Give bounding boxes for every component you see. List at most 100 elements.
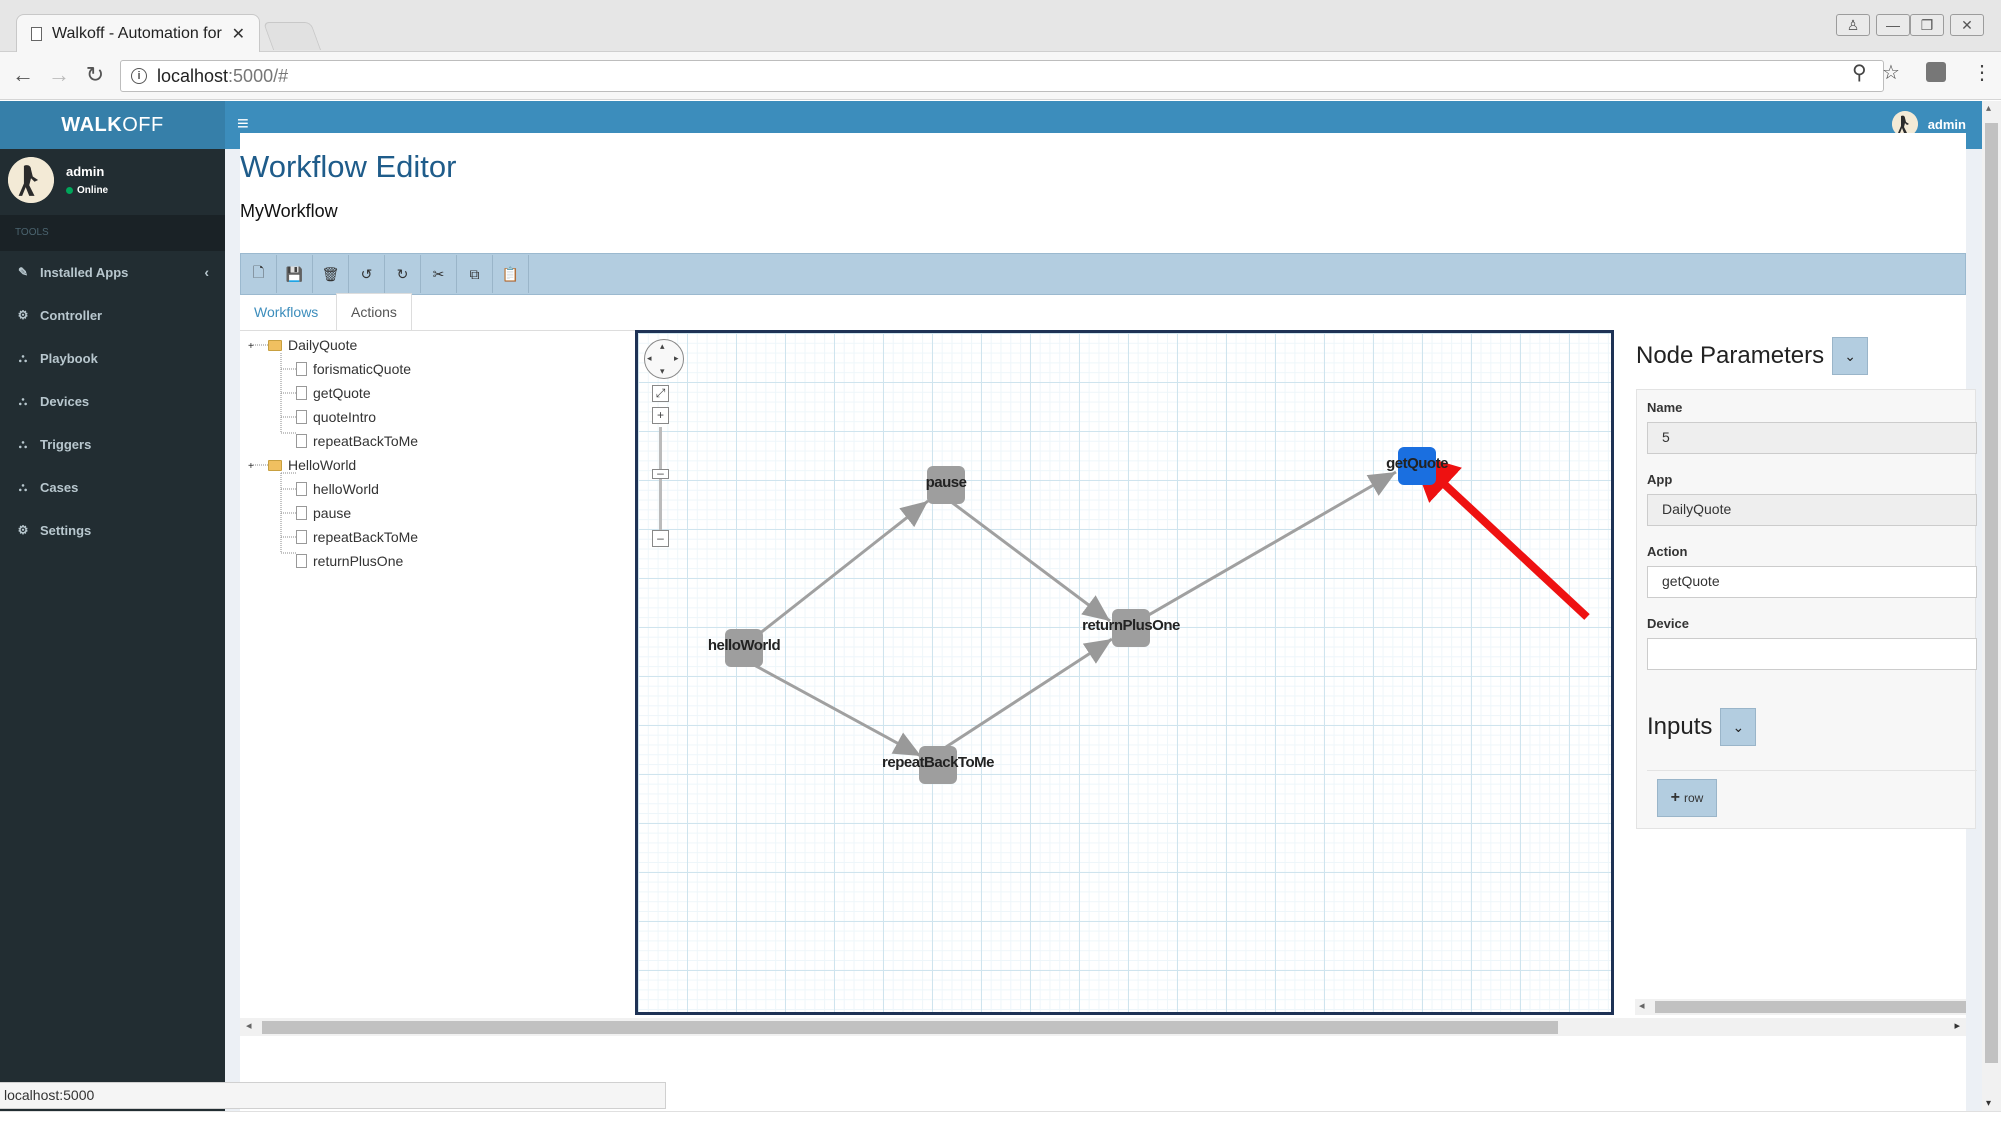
browser-tab[interactable]: Walkoff - Automation for E ✕	[16, 14, 260, 52]
inputs-title: Inputs ⌄	[1647, 708, 1757, 746]
svg-text:+: +	[248, 341, 254, 352]
copy-icon[interactable]: ⧉	[457, 255, 493, 293]
node-label: helloWorld	[707, 637, 781, 654]
new-file-icon[interactable]: 🗋	[241, 255, 277, 293]
sidebar-item-installed-apps[interactable]: ✎ Installed Apps ‹	[17, 264, 209, 280]
sidebar-item-controller[interactable]: ⚙ Controller	[17, 307, 103, 323]
undo-icon[interactable]: ↺	[349, 255, 385, 293]
tab-workflows[interactable]: Workflows	[254, 304, 319, 320]
panel-horizontal-scrollbar[interactable]: ◂	[1635, 999, 1966, 1015]
tree-folder-helloworld[interactable]: HelloWorld	[268, 455, 356, 475]
file-icon	[296, 530, 307, 544]
online-dot-icon	[66, 187, 73, 194]
tree-lines: ++	[248, 341, 296, 554]
edge	[949, 499, 1111, 623]
annotation-arrow	[1410, 452, 1590, 620]
forward-icon[interactable]: →	[48, 62, 70, 87]
tree-item[interactable]: quoteIntro	[296, 407, 376, 427]
folder-icon	[268, 339, 282, 351]
page-vertical-scrollbar[interactable]: ▴ ▾	[1982, 101, 2001, 1111]
zoom-slider-handle[interactable]: –	[652, 467, 669, 479]
node-repeatbacktome[interactable]	[919, 746, 957, 784]
file-icon	[296, 386, 307, 400]
chevron-down-icon[interactable]: ⌄	[1720, 708, 1757, 746]
edge	[744, 658, 922, 758]
sidebar-item-settings[interactable]: ⚙ Settings	[17, 522, 92, 538]
node-pause[interactable]	[927, 466, 965, 504]
tree-item[interactable]: repeatBackToMe	[296, 527, 418, 547]
tree-item[interactable]: forismaticQuote	[296, 359, 411, 379]
chevron-down-icon[interactable]: ⌄	[1832, 337, 1869, 375]
close-tab-icon[interactable]: ✕	[231, 25, 245, 43]
tree-item[interactable]: repeatBackToMe	[296, 431, 418, 451]
edge	[1139, 470, 1397, 622]
sidebar-item-devices[interactable]: ⛬ Devices	[0, 380, 225, 422]
zoom-slider-track[interactable]	[659, 427, 662, 531]
app-field[interactable]: DailyQuote	[1647, 494, 1977, 526]
hamburger-menu-icon[interactable]: ≡	[237, 113, 249, 135]
node-label: pause	[925, 474, 967, 491]
fit-icon[interactable]: ⤢	[652, 385, 669, 402]
node-returnplusone[interactable]	[1112, 609, 1150, 647]
tree-item[interactable]: pause	[296, 503, 351, 523]
sidebar-item-cases[interactable]: ⛬ Cases	[0, 466, 225, 508]
extension-icon[interactable]	[1926, 62, 1946, 82]
url-path: :5000/#	[228, 65, 289, 86]
plus-icon: +	[1670, 789, 1680, 806]
device-field[interactable]	[1647, 638, 1977, 670]
sidebar-item-triggers[interactable]: ⛬ Triggers	[0, 423, 225, 465]
sitemap-icon: ⛬	[18, 350, 28, 365]
save-icon[interactable]: 💾	[277, 255, 313, 293]
avatar	[1891, 111, 1918, 137]
reload-icon[interactable]: ↻	[85, 62, 105, 87]
tree-folder-dailyquote[interactable]: DailyQuote	[268, 335, 357, 355]
brand-rest: OFF	[122, 113, 164, 136]
info-icon[interactable]: i	[131, 68, 147, 84]
tree-item[interactable]: returnPlusOne	[296, 551, 403, 571]
user-status: Online	[66, 185, 108, 196]
back-icon[interactable]: ←	[12, 62, 34, 87]
sidebar: admin Online TOOLS ✎ Installed Apps ‹ ⚙ …	[0, 149, 225, 1111]
node-getquote-selected[interactable]	[1398, 447, 1436, 485]
zoom-in-icon[interactable]: +	[652, 407, 669, 424]
bookmark-star-icon[interactable]: ☆	[1882, 62, 1900, 84]
zoom-out-icon[interactable]: –	[652, 530, 669, 547]
tab-actions[interactable]: Actions	[336, 293, 412, 331]
user-avatar	[8, 157, 54, 203]
top-user-menu[interactable]: admin	[1891, 111, 1966, 137]
paste-icon[interactable]: 📋	[493, 255, 529, 293]
node-parameters-form: Name 5 App DailyQuote Action getQuote De…	[1636, 389, 1977, 829]
node-parameters-title: Node Parameters	[1636, 342, 1825, 369]
sidebar-item-playbook[interactable]: ⛬ Playbook	[0, 337, 225, 379]
new-tab-button[interactable]	[262, 22, 322, 50]
file-icon	[296, 554, 307, 568]
url-host: localhost	[157, 65, 229, 86]
node-label: getQuote	[1386, 455, 1448, 472]
profile-icon[interactable]: ♙	[1836, 14, 1870, 36]
file-icon	[296, 506, 307, 520]
sitemap-icon: ⛬	[18, 393, 28, 408]
pan-control[interactable]: ▴ ▾ ◂ ▸	[644, 339, 684, 379]
restore-icon[interactable]: ❐	[1910, 14, 1944, 36]
name-field[interactable]: 5	[1647, 422, 1977, 454]
editor-horizontal-scrollbar[interactable]: ◂ ▸	[240, 1018, 1966, 1036]
editor-tabs: Workflows Actions	[240, 293, 635, 331]
tree-item[interactable]: helloWorld	[296, 479, 379, 499]
close-window-icon[interactable]: ✕	[1950, 14, 1984, 36]
add-row-button[interactable]: +row	[1657, 779, 1717, 817]
zoom-icon[interactable]: ⚲	[1852, 62, 1867, 84]
tree-item[interactable]: getQuote	[296, 383, 371, 403]
delete-icon[interactable]: 🗑	[313, 255, 349, 293]
node-label: repeatBackToMe	[882, 754, 994, 771]
action-field[interactable]: getQuote	[1647, 566, 1977, 598]
node-helloworld[interactable]	[725, 629, 763, 667]
graph-edges	[744, 452, 1590, 758]
cut-icon[interactable]: ✂	[421, 255, 457, 293]
workflow-canvas[interactable]: ▴ ▾ ◂ ▸ ⤢ + – –	[635, 330, 1614, 1015]
minimize-icon[interactable]: —	[1876, 14, 1910, 36]
menu-dots-icon[interactable]: ⋮	[1972, 62, 1992, 84]
address-bar[interactable]: i localhost:5000/#	[120, 60, 1884, 92]
redo-icon[interactable]: ↻	[385, 255, 421, 293]
